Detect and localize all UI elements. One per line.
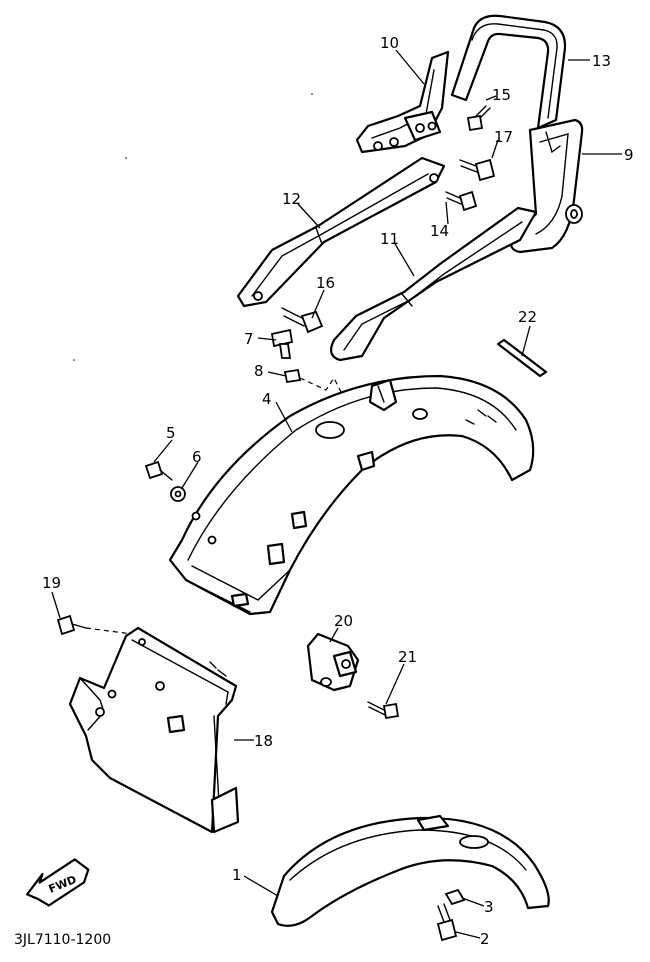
callout-14: 14 [430, 222, 449, 240]
bolt-part-5 [144, 460, 173, 481]
callout-5: 5 [166, 424, 176, 442]
assembly-dashline [299, 376, 343, 395]
callout-7: 7 [244, 330, 254, 348]
nut-part-8 [283, 368, 302, 384]
front-fender-part-1 [270, 814, 550, 927]
nut-part-3 [444, 888, 466, 906]
side-rail-part-11 [329, 206, 538, 362]
bolt-part-2 [436, 903, 458, 942]
callout-21: 21 [398, 648, 417, 666]
bolt-part-7 [270, 328, 294, 359]
callout-20: 20 [334, 612, 353, 630]
side-rail-part-12 [236, 156, 446, 308]
callout-10: 10 [380, 34, 399, 52]
bracket-part-10 [355, 50, 450, 154]
inner-fender-part-18 [68, 626, 240, 834]
callout-16: 16 [316, 274, 335, 292]
callout-15: 15 [492, 86, 511, 104]
callout-13: 13 [592, 52, 611, 70]
callout-2: 2 [480, 930, 490, 948]
callout-17: 17 [494, 128, 513, 146]
callout-1: 1 [232, 866, 242, 884]
callout-12: 12 [282, 190, 301, 208]
grab-rail-part-13 [450, 14, 567, 130]
bolt-part-19 [56, 614, 87, 636]
callout-labels: 10 13 15 17 9 12 14 11 16 22 7 8 4 5 6 1… [42, 34, 634, 948]
callout-11: 11 [380, 230, 399, 248]
bolt-part-15 [466, 105, 491, 132]
callout-3: 3 [484, 898, 494, 916]
fwd-arrow-icon: FWD [26, 858, 90, 907]
screw-part-21 [367, 701, 400, 720]
rear-fender-part-4 [168, 374, 535, 616]
bolt-part-14 [445, 190, 478, 212]
callout-9: 9 [624, 146, 634, 164]
callout-22: 22 [518, 308, 537, 326]
callout-4: 4 [262, 390, 272, 408]
callout-18: 18 [254, 732, 273, 750]
bracket-part-20 [306, 632, 360, 692]
bolt-part-17 [459, 158, 496, 182]
bolt-part-16 [281, 307, 324, 334]
callout-6: 6 [192, 448, 202, 466]
callout-8: 8 [254, 362, 264, 380]
sticker-part-22 [496, 338, 548, 378]
drawing-code: 3JL7110-1200 [14, 932, 111, 948]
callout-19: 19 [42, 574, 61, 592]
nut-part-6 [170, 486, 186, 502]
bolt-19-dashline [85, 627, 133, 635]
leader-lines [51, 49, 622, 939]
